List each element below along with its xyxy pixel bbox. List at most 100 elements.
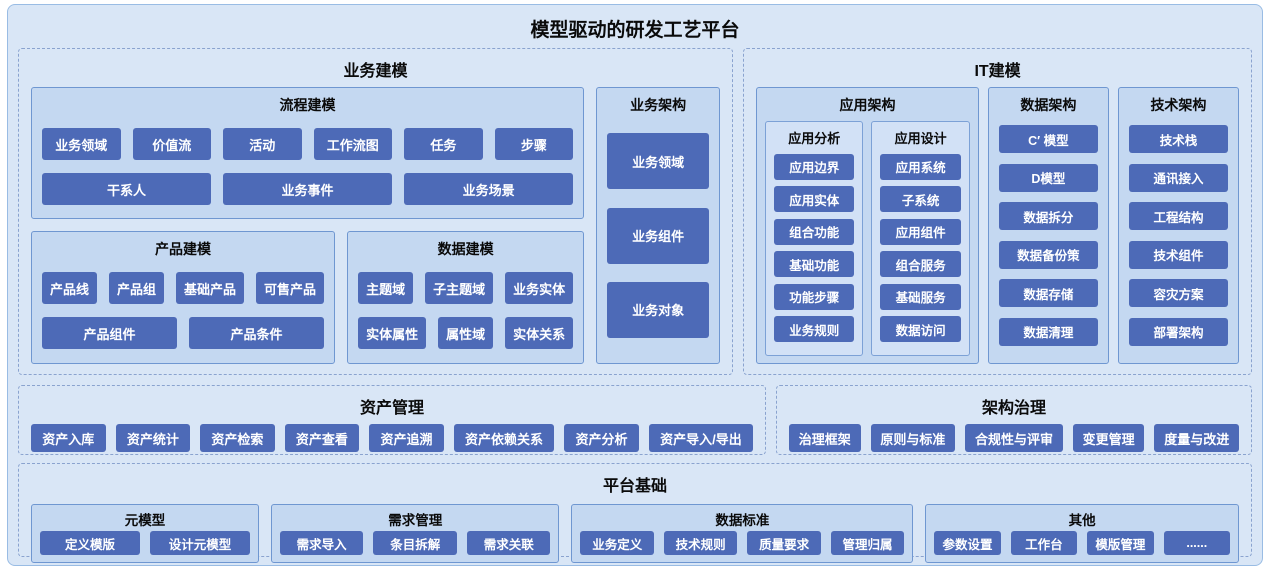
- module-button[interactable]: 原则与标准: [870, 424, 956, 452]
- application-design-box: 应用设计 应用系统 子系统 应用组件 组合服务 基础服务 数据访问: [871, 121, 970, 356]
- module-button[interactable]: 实体属性: [358, 317, 427, 349]
- data-modeling-box: 数据建模 主题域 子主题域 业务实体 实体属性 属性域 实体关系: [347, 231, 585, 364]
- module-button[interactable]: 数据清理: [998, 317, 1098, 346]
- module-button[interactable]: 通讯接入: [1128, 163, 1228, 192]
- module-button[interactable]: 数据访问: [880, 316, 961, 343]
- module-button[interactable]: 子系统: [880, 186, 961, 213]
- module-button[interactable]: 价值流: [132, 128, 212, 160]
- module-button[interactable]: 业务实体: [505, 272, 574, 304]
- module-button[interactable]: 应用系统: [880, 153, 961, 180]
- tech-architecture-buttons: 技术栈 通讯接入 工程结构 技术组件 容灾方案 部署架构: [1128, 115, 1228, 356]
- business-modeling-left-column: 流程建模 业务领域 价值流 活动 工作流图 任务 步骤 干系人 业务事件: [31, 87, 585, 364]
- module-button[interactable]: 业务组件: [607, 207, 710, 264]
- module-button[interactable]: 数据存储: [998, 279, 1098, 308]
- module-button[interactable]: D模型: [998, 163, 1098, 192]
- module-button[interactable]: 功能步骤: [774, 283, 855, 310]
- module-button[interactable]: 资产查看: [284, 424, 360, 452]
- module-button[interactable]: 应用边界: [774, 153, 855, 180]
- module-button[interactable]: 模版管理: [1087, 531, 1154, 555]
- module-button[interactable]: 业务定义: [580, 531, 654, 555]
- module-button[interactable]: 产品线: [42, 272, 98, 304]
- data-modeling-row-1: 主题域 子主题域 业务实体: [358, 272, 574, 304]
- module-button[interactable]: 基础服务: [880, 283, 961, 310]
- data-architecture-box: 数据架构 C′ 模型 D模型 数据拆分 数据备份策 数据存储 数据清理: [987, 87, 1109, 364]
- module-button[interactable]: 设计元模型: [149, 531, 250, 555]
- business-modeling-body: 流程建模 业务领域 价值流 活动 工作流图 任务 步骤 干系人 业务事件: [31, 87, 721, 364]
- module-button[interactable]: 干系人: [42, 173, 212, 205]
- business-architecture-buttons: 业务领域 业务组件 业务对象: [607, 115, 710, 356]
- module-button[interactable]: 技术组件: [1128, 240, 1228, 269]
- module-button[interactable]: 资产导入/导出: [648, 424, 753, 452]
- module-button[interactable]: 产品条件: [189, 317, 325, 349]
- module-button[interactable]: 工作台: [1010, 531, 1078, 555]
- module-button[interactable]: 组合服务: [880, 251, 961, 278]
- module-button[interactable]: 步骤: [494, 128, 574, 160]
- module-button[interactable]: 资产检索: [200, 424, 275, 452]
- module-button[interactable]: 数据备份策: [998, 240, 1098, 269]
- meta-model-title: 元模型: [124, 513, 166, 528]
- module-button[interactable]: 需求关联: [466, 531, 551, 555]
- product-modeling-box: 产品建模 产品线 产品组 基础产品 可售产品 产品组件 产品条件: [31, 231, 336, 364]
- module-button[interactable]: 条目拆解: [373, 531, 457, 555]
- module-button[interactable]: 定义模版: [40, 531, 140, 555]
- tech-architecture-box: 技术架构 技术栈 通讯接入 工程结构 技术组件 容灾方案 部署架构: [1117, 87, 1239, 364]
- module-button[interactable]: 资产入库: [31, 424, 106, 452]
- module-button[interactable]: 变更管理: [1072, 424, 1145, 452]
- meta-model-box: 元模型 定义模版 设计元模型: [31, 504, 259, 563]
- module-button[interactable]: 产品组件: [42, 317, 178, 349]
- application-analysis-title: 应用分析: [788, 131, 841, 146]
- module-button[interactable]: ......: [1163, 531, 1230, 555]
- module-button[interactable]: 技术栈: [1128, 125, 1228, 154]
- module-button[interactable]: 属性域: [438, 317, 494, 349]
- business-modeling-bottom-boxes: 产品建模 产品线 产品组 基础产品 可售产品 产品组件 产品条件: [31, 231, 585, 364]
- module-button[interactable]: 业务规则: [774, 316, 855, 343]
- module-button[interactable]: 工程结构: [1128, 202, 1228, 231]
- platform-base-boxes: 元模型 定义模版 设计元模型 需求管理 需求导入 条目拆解 需求关联 数据标: [31, 504, 1239, 563]
- module-button[interactable]: 数据拆分: [998, 202, 1098, 231]
- application-design-buttons: 应用系统 子系统 应用组件 组合服务 基础服务 数据访问: [880, 147, 961, 349]
- middle-row: 资产管理 资产入库 资产统计 资产检索 资产查看 资产追溯 资产依赖关系 资产分…: [18, 385, 1252, 455]
- module-button[interactable]: 资产统计: [115, 424, 191, 452]
- module-button[interactable]: 资产依赖关系: [453, 424, 555, 452]
- module-button[interactable]: 资产追溯: [369, 424, 444, 452]
- module-button[interactable]: 参数设置: [934, 531, 1001, 555]
- module-button[interactable]: 子主题域: [425, 272, 494, 304]
- module-button[interactable]: 组合功能: [774, 218, 855, 245]
- module-button[interactable]: 任务: [404, 128, 483, 160]
- module-button[interactable]: 管理归属: [830, 531, 905, 555]
- module-button[interactable]: 技术规则: [663, 531, 738, 555]
- module-button[interactable]: 需求导入: [279, 531, 364, 555]
- module-button[interactable]: 工作流图: [313, 128, 393, 160]
- platform-panel: 模型驱动的研发工艺平台 业务建模 流程建模 业务领域 价值流 活动 工作流图 任…: [7, 4, 1263, 566]
- module-button[interactable]: 业务领域: [42, 128, 121, 160]
- module-button[interactable]: 业务领域: [607, 133, 710, 190]
- module-button[interactable]: 部署架构: [1128, 317, 1228, 346]
- module-button[interactable]: 应用组件: [880, 218, 961, 245]
- module-button[interactable]: 产品组: [109, 272, 165, 304]
- bottom-row: 平台基础 元模型 定义模版 设计元模型 需求管理 需求导入 条目拆解 需求关联: [18, 463, 1252, 563]
- module-button[interactable]: 质量要求: [747, 531, 821, 555]
- application-architecture-box: 应用架构 应用分析 应用边界 应用实体 组合功能 基础功能 功能步骤 业务规则: [756, 87, 979, 364]
- module-button[interactable]: 容灾方案: [1128, 279, 1228, 308]
- module-button[interactable]: 合规性与评审: [965, 424, 1063, 452]
- process-modeling-title: 流程建模: [279, 97, 336, 113]
- module-button[interactable]: 基础产品: [176, 272, 245, 304]
- module-button[interactable]: C′ 模型: [998, 125, 1098, 154]
- module-button[interactable]: 业务事件: [223, 173, 393, 205]
- module-button[interactable]: 主题域: [358, 272, 414, 304]
- module-button[interactable]: 实体关系: [505, 317, 574, 349]
- process-modeling-box: 流程建模 业务领域 价值流 活动 工作流图 任务 步骤 干系人 业务事件: [31, 87, 585, 219]
- module-button[interactable]: 基础功能: [774, 251, 855, 278]
- module-button[interactable]: 可售产品: [256, 272, 325, 304]
- module-button[interactable]: 业务对象: [607, 281, 710, 338]
- product-row-2: 产品组件 产品条件: [42, 317, 325, 349]
- module-button[interactable]: 活动: [223, 128, 302, 160]
- module-button[interactable]: 度量与改进: [1154, 424, 1240, 452]
- module-button[interactable]: 资产分析: [564, 424, 639, 452]
- data-architecture-buttons: C′ 模型 D模型 数据拆分 数据备份策 数据存储 数据清理: [998, 115, 1098, 356]
- module-button[interactable]: 业务场景: [404, 173, 574, 205]
- asset-management-title: 资产管理: [359, 400, 424, 417]
- product-modeling-title: 产品建模: [155, 241, 212, 257]
- module-button[interactable]: 应用实体: [774, 186, 855, 213]
- module-button[interactable]: 治理框架: [788, 424, 861, 452]
